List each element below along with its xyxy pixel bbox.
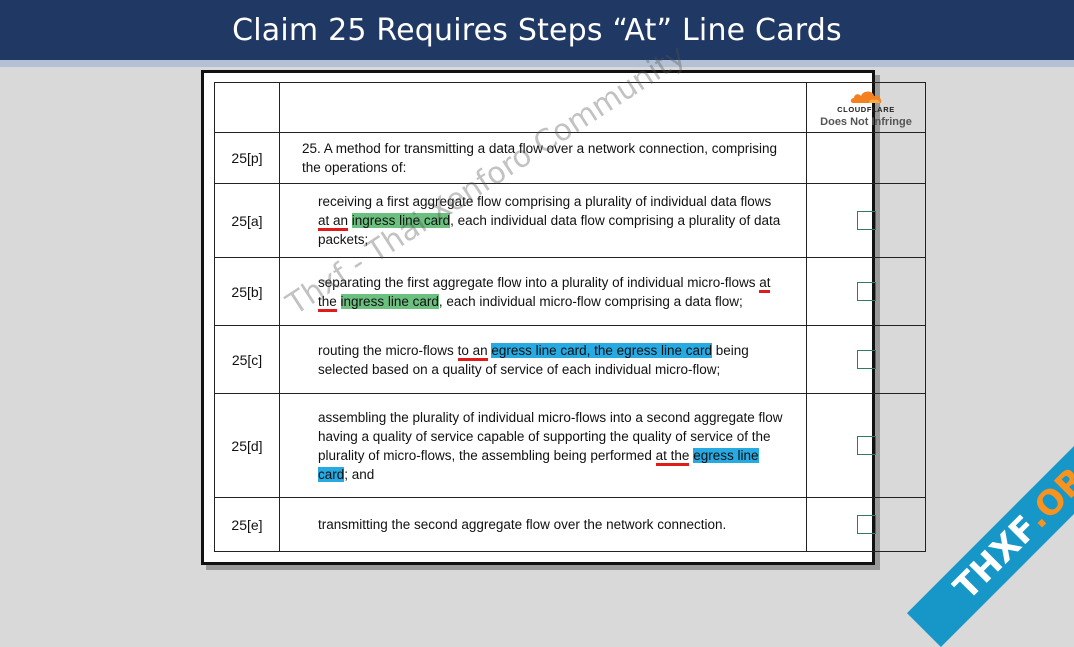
claim-text: receiving a first aggregate flow compris… [279,183,807,258]
claim-row-25a: 25[a] receiving a first aggregate flow c… [214,183,926,258]
claim-row-25e: 25[e] transmitting the second aggregate … [214,497,926,552]
claim-text-segment: , each individual data flow comprising a… [318,213,781,247]
claim-number: 25[b] [214,257,280,326]
header-cell-text [279,82,807,133]
claim-text-segment: assembling the plurality of individual m… [318,409,783,463]
claim-number: 25[e] [214,497,280,552]
claim-text-segment: receiving a first aggregate flow compris… [318,194,772,209]
claim-text-segment: transmitting the second aggregate flow o… [318,517,727,532]
claim-number: 25[a] [214,183,280,258]
claim-text: routing the micro-flows to an egress lin… [279,325,807,394]
check-cell [806,183,926,258]
claim-text: 25. A method for transmitting a data flo… [279,132,807,184]
claim-text-segment: separating the first aggregate flow into… [318,274,760,290]
cloudflare-logo-text: CLOUDFLARE [837,104,895,114]
check-cell [806,393,926,498]
thxf-banner: THXF.ORG [906,400,1074,647]
cloudflare-logo: CLOUDFLARE Does Not Infringe [808,88,924,128]
claim-table: CLOUDFLARE Does Not Infringe 25[p] 25. A… [214,82,926,552]
checkbox[interactable] [856,350,876,369]
claim-number: 25[p] [214,132,280,184]
claim-text: assembling the plurality of individual m… [279,393,807,498]
title-stripe [0,60,1074,67]
header-cell-logo: CLOUDFLARE Does Not Infringe [806,82,926,133]
header-cell-num [214,82,280,133]
underlined-phrase: to an [457,342,488,361]
underlined-phrase: at the [655,447,690,466]
claim-text-segment: being selected based on a quality of ser… [318,342,749,377]
banner-text-left: THXF [946,508,1046,608]
claim-row-25d: 25[d] assembling the plurality of indivi… [214,393,926,498]
cloud-icon [850,91,882,103]
highlight-egress: egress line card, the egress line card [491,342,712,358]
checkbox[interactable] [856,282,876,301]
title-bar: Claim 25 Requires Steps “At” Line Cards [0,0,1074,60]
claim-chart-document: CLOUDFLARE Does Not Infringe 25[p] 25. A… [201,70,926,565]
claim-row-25b: 25[b] separating the first aggregate flo… [214,257,926,326]
check-cell [806,325,926,394]
checkbox[interactable] [856,436,876,455]
claim-text-segment: 25. A method for transmitting a data flo… [302,141,777,175]
checkbox[interactable] [856,211,876,230]
claim-text: separating the first aggregate flow into… [279,257,807,326]
highlight-ingress: ingress line card [351,213,451,228]
claim-text-segment: , each individual micro-flow comprising … [438,293,743,309]
check-cell [806,497,926,552]
check-cell [806,257,926,326]
claim-number: 25[c] [214,325,280,394]
claim-text-segment: routing the micro-flows [318,342,458,358]
claim-text: transmitting the second aggregate flow o… [279,497,807,552]
empty-check-cell [806,132,926,184]
underlined-phrase: at the [318,274,771,312]
claim-number: 25[d] [214,393,280,498]
claim-row-25p: 25[p] 25. A method for transmitting a da… [214,132,926,184]
claim-row-25c: 25[c] routing the micro-flows to an egre… [214,325,926,394]
checkbox[interactable] [856,515,876,534]
slide-title: Claim 25 Requires Steps “At” Line Cards [232,12,842,48]
underlined-phrase: at an [318,213,349,231]
verdict-label: Does Not Infringe [820,115,912,128]
highlight-ingress: ingress line card [340,293,439,309]
claim-text-segment: ; and [344,466,375,482]
